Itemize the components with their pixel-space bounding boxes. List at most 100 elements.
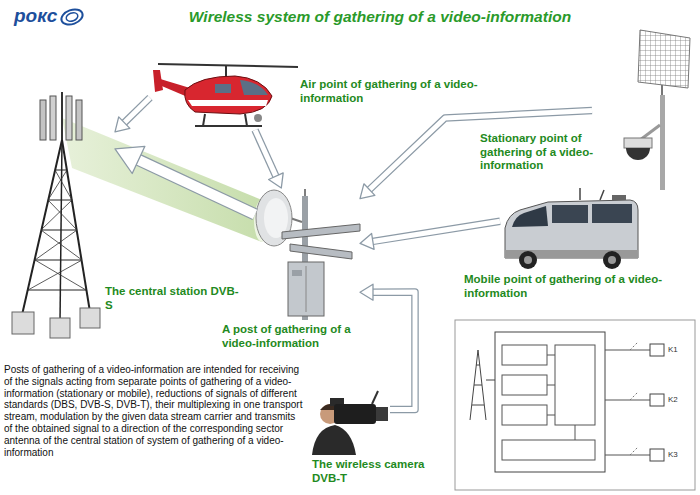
van-illustration-part	[524, 256, 532, 264]
schematic-inset-part	[650, 344, 664, 356]
helicopter-illustration-part	[195, 125, 262, 127]
post-illustration-part	[304, 189, 306, 196]
connector-outline	[255, 130, 277, 179]
stationary-camera-illustration-part	[661, 85, 663, 100]
picture-node: The central station DVB-S	[10, 95, 115, 340]
logo-swirl-part	[59, 7, 84, 28]
van-illustration-part	[579, 188, 581, 200]
connector-arrow	[360, 221, 500, 249]
picture-node: Stationary point of gathering of a video…	[592, 28, 692, 193]
stationary-camera-illustration-part	[640, 125, 660, 140]
tower-illustration-part	[50, 96, 56, 140]
label-holder: K2	[668, 396, 690, 404]
tower-illustration-part	[62, 140, 90, 312]
node-label: Mobile point of gathering of a video-inf…	[464, 273, 679, 300]
tower-illustration-part	[61, 92, 63, 140]
post-illustration-part	[290, 218, 302, 222]
post-illustration-part	[256, 190, 292, 246]
node-label: Air point of gathering of a video-inform…	[300, 78, 485, 105]
van-illustration-part	[519, 251, 537, 269]
node-label: Stationary point of gathering of a video…	[480, 132, 600, 173]
post-illustration-part	[282, 224, 360, 239]
description-note: Posts of gathering of a video-informatio…	[4, 364, 304, 458]
van-illustration-part	[603, 251, 621, 269]
van-illustration-part	[552, 205, 588, 223]
van-illustration-part	[505, 250, 638, 258]
tower-illustration-part	[22, 140, 62, 315]
post-illustration-part	[306, 266, 307, 312]
schematic-inset-part	[502, 405, 547, 425]
tower-illustration-part	[50, 318, 70, 338]
helicopter-illustration-part	[153, 70, 163, 92]
stationary-camera-illustration-part	[638, 30, 690, 88]
stationary-camera-illustration-part	[660, 95, 665, 190]
label-holder: K1	[668, 346, 690, 354]
signal-beam-part	[254, 200, 270, 242]
wireless-camera-illustration-part	[320, 404, 340, 424]
connector-line	[133, 157, 255, 214]
schematic-inset-part	[502, 345, 547, 365]
connector-arrow	[360, 284, 415, 409]
label-holder: рокс	[14, 5, 62, 27]
signal-beam	[62, 118, 270, 242]
node-label: A post of gathering of a video-informati…	[222, 323, 384, 350]
van-illustration-part	[505, 200, 638, 258]
picture-node: Mobile point of gathering of a video-inf…	[500, 195, 640, 270]
wireless-camera-illustration-part	[376, 407, 388, 421]
connector-line	[370, 292, 415, 410]
helicopter-illustration-part	[254, 114, 262, 122]
schematic-inset-part	[502, 375, 547, 395]
arrow-head	[115, 146, 145, 173]
picture-node: Air point of gathering of a video-inform…	[150, 58, 300, 130]
connector-outline	[370, 221, 500, 242]
helicopter-illustration-part	[225, 66, 227, 77]
wireless-camera-illustration-part	[312, 425, 356, 455]
schematic-inset-part	[650, 394, 664, 406]
arrow-head	[360, 284, 373, 300]
wireless-camera-illustration-part	[320, 404, 340, 410]
post-illustration-part	[302, 196, 308, 320]
tower-illustration-part	[40, 100, 46, 140]
wireless-camera-illustration-part	[330, 398, 344, 406]
helicopter-illustration-part	[188, 100, 268, 106]
helicopter-illustration-part	[157, 78, 190, 98]
van-illustration-part	[608, 256, 616, 264]
stationary-camera-illustration-part	[624, 138, 652, 148]
schematic-inset-part	[470, 350, 495, 420]
tower-illustration	[12, 92, 100, 338]
channel-label: K2	[668, 396, 690, 404]
logo-swirl	[59, 7, 84, 28]
post-illustration-part	[264, 198, 288, 238]
diagram-title: Wireless system of gathering of a video-…	[140, 8, 620, 26]
connector-line	[122, 98, 150, 125]
logo-text: рокс	[14, 5, 62, 27]
helicopter-illustration	[153, 64, 298, 126]
post-illustration-part	[288, 262, 324, 316]
node-label: The central station DVB-S	[105, 285, 240, 312]
schematic-inset-part	[605, 350, 650, 455]
tower-illustration-part	[28, 170, 86, 290]
channel-label: K1	[668, 346, 690, 354]
wireless-camera-illustration-part	[372, 391, 378, 404]
van-illustration-part	[612, 195, 626, 200]
van-illustration-part	[592, 204, 632, 223]
connector-arrow	[115, 98, 150, 132]
tower-illustration-part	[60, 140, 62, 322]
tower-illustration-part	[76, 100, 82, 140]
channel-label: K3	[668, 451, 690, 459]
title-holder: Wireless system of gathering of a video-…	[140, 8, 620, 26]
helicopter-illustration-part	[245, 114, 247, 126]
van-illustration	[505, 188, 638, 269]
schematic-inset-part	[650, 449, 664, 461]
tower-illustration-part	[80, 308, 100, 328]
post-illustration	[256, 189, 360, 320]
label-holder: Posts of gathering of a video-informatio…	[4, 364, 304, 458]
post-illustration-part	[292, 270, 302, 276]
label-holder: K3	[668, 451, 690, 459]
picture-node: The wireless camera DVB-T	[310, 390, 390, 455]
stationary-camera-illustration-part	[626, 148, 650, 160]
schematic-inset-part	[547, 355, 575, 440]
helicopter-illustration-part	[215, 84, 231, 93]
helicopter-illustration-part	[240, 80, 268, 95]
